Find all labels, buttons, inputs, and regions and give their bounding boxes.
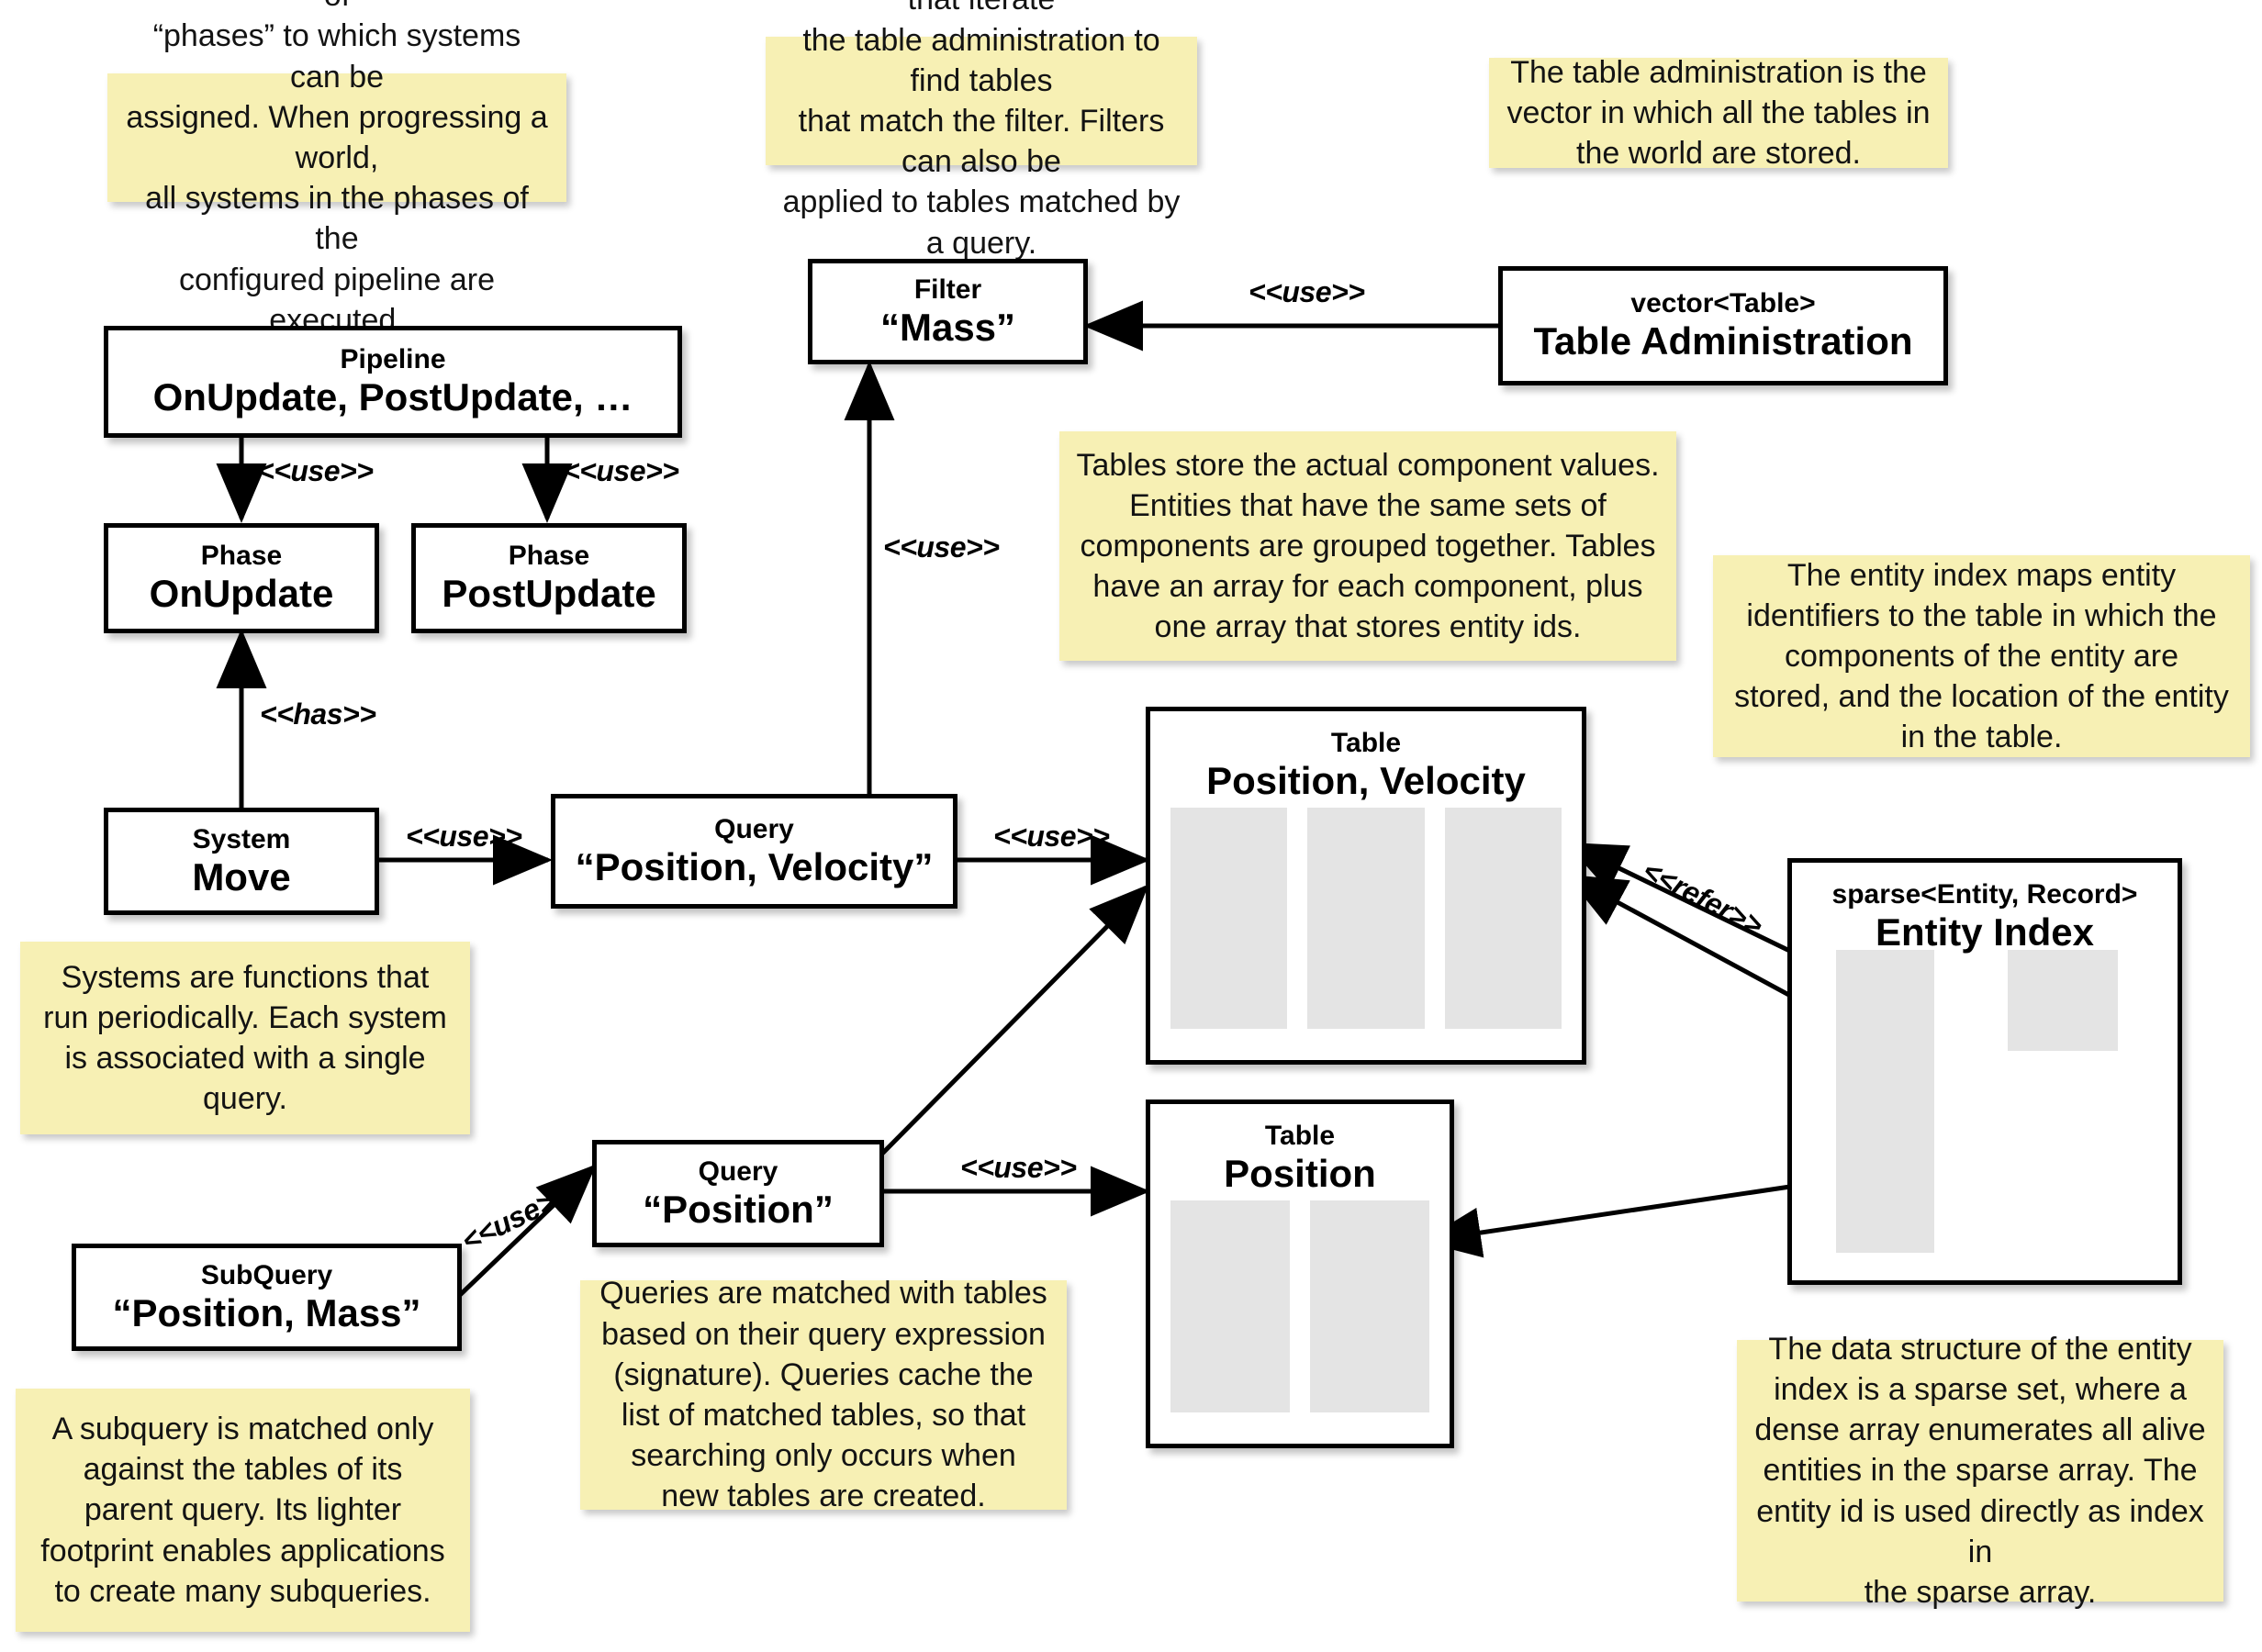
table-pv-column-1 <box>1170 808 1288 1029</box>
box-query-p-name: “Position” <box>643 1187 834 1231</box>
box-query-pv-stereotype: Query <box>714 813 794 844</box>
entity-index-dense-array <box>2008 950 2118 1051</box>
box-table-pv-stereotype: Table <box>1330 728 1402 758</box>
table-p-column-2 <box>1310 1200 1429 1412</box>
box-table-p-name: Position <box>1224 1152 1376 1195</box>
box-entity-index-stereotype: sparse<Entity, Record> <box>1831 879 2138 910</box>
box-system-move-stereotype: System <box>192 823 291 854</box>
box-pipeline-name: OnUpdate, PostUpdate, … <box>152 375 633 419</box>
box-entity-index-name: Entity Index <box>1875 910 2095 954</box>
edge-label-table-admin-uses-filter: <<use>> <box>1249 275 1365 308</box>
edge-label-query-pv-uses-filter: <<use>> <box>883 530 1000 564</box>
note-subquery: A subquery is matched only against the t… <box>16 1389 470 1632</box>
note-entity-index: The entity index maps entity identifiers… <box>1713 555 2250 757</box>
box-table-admin-name: Table Administration <box>1533 319 1913 363</box>
edge-label-move-has-onupdate: <<has>> <box>260 698 376 731</box>
note-filter: Filters are stateless objects that itera… <box>766 0 1197 261</box>
edge-label-query-pv-uses-table-pv: <<use>> <box>993 820 1110 853</box>
entity-index-sparse-array <box>1836 950 1934 1253</box>
box-phase-postupdate[interactable]: Phase PostUpdate <box>411 523 687 633</box>
box-phase-postupdate-name: PostUpdate <box>442 572 656 616</box>
box-subquery-position-mass[interactable]: SubQuery “Position, Mass” <box>72 1244 462 1351</box>
box-query-position-velocity[interactable]: Query “Position, Velocity” <box>551 794 957 909</box>
box-table-administration[interactable]: vector<Table> Table Administration <box>1498 266 1948 385</box>
table-pv-column-2 <box>1307 808 1425 1029</box>
table-p-columns <box>1150 1200 1450 1444</box>
box-pipeline[interactable]: Pipeline OnUpdate, PostUpdate, … <box>104 326 682 438</box>
table-p-column-1 <box>1170 1200 1290 1412</box>
box-table-position-velocity[interactable]: Table Position, Velocity <box>1146 707 1586 1065</box>
box-table-p-stereotype: Table <box>1264 1121 1336 1151</box>
box-table-position[interactable]: Table Position <box>1146 1099 1454 1448</box>
box-subquery-name: “Position, Mass” <box>112 1290 421 1334</box>
box-pipeline-stereotype: Pipeline <box>340 344 446 375</box>
edge-label-query-p-uses-table-p: <<use>> <box>960 1151 1077 1184</box>
box-system-move-name: Move <box>192 854 291 899</box>
box-table-pv-name: Position, Velocity <box>1206 759 1526 802</box>
note-queries: Queries are matched with tables based on… <box>580 1276 1067 1513</box>
note-pipeline: A pipeline subscribes for a set of “phas… <box>107 0 566 338</box>
edge-label-move-uses-query-pv: <<use>> <box>406 820 522 853</box>
box-subquery-stereotype: SubQuery <box>200 1259 333 1290</box>
edge-label-subquery-uses-query-p: <<use>> <box>456 1177 576 1258</box>
edge-label-pipeline-onupdate: <<use>> <box>257 454 374 487</box>
box-query-p-stereotype: Query <box>698 1155 778 1187</box>
box-phase-onupdate-stereotype: Phase <box>200 541 283 572</box>
box-filter-name: “Mass” <box>879 305 1016 349</box>
box-query-position[interactable]: Query “Position” <box>592 1140 884 1247</box>
box-system-move[interactable]: System Move <box>104 808 379 915</box>
note-systems: Systems are functions that run periodica… <box>20 942 470 1134</box>
box-phase-onupdate-name: OnUpdate <box>149 572 334 616</box>
note-tables: Tables store the actual component values… <box>1059 431 1676 661</box>
box-query-pv-name: “Position, Velocity” <box>575 844 934 888</box>
box-table-admin-stereotype: vector<Table> <box>1630 288 1816 319</box>
edge-label-entity-index-refers-table-pv: <<refer>> <box>1637 854 1768 943</box>
box-phase-onupdate[interactable]: Phase OnUpdate <box>104 523 379 633</box>
box-filter-mass[interactable]: Filter “Mass” <box>808 259 1088 364</box>
box-phase-postupdate-stereotype: Phase <box>508 541 590 572</box>
box-filter-stereotype: Filter <box>913 273 982 305</box>
note-sparse-set: The data structure of the entity index i… <box>1737 1332 2223 1610</box>
edge-label-pipeline-postupdate: <<use>> <box>563 454 679 487</box>
note-table-admin: The table administration is the vector i… <box>1489 55 1948 171</box>
table-pv-columns <box>1150 808 1582 1060</box>
table-pv-column-3 <box>1444 808 1562 1029</box>
